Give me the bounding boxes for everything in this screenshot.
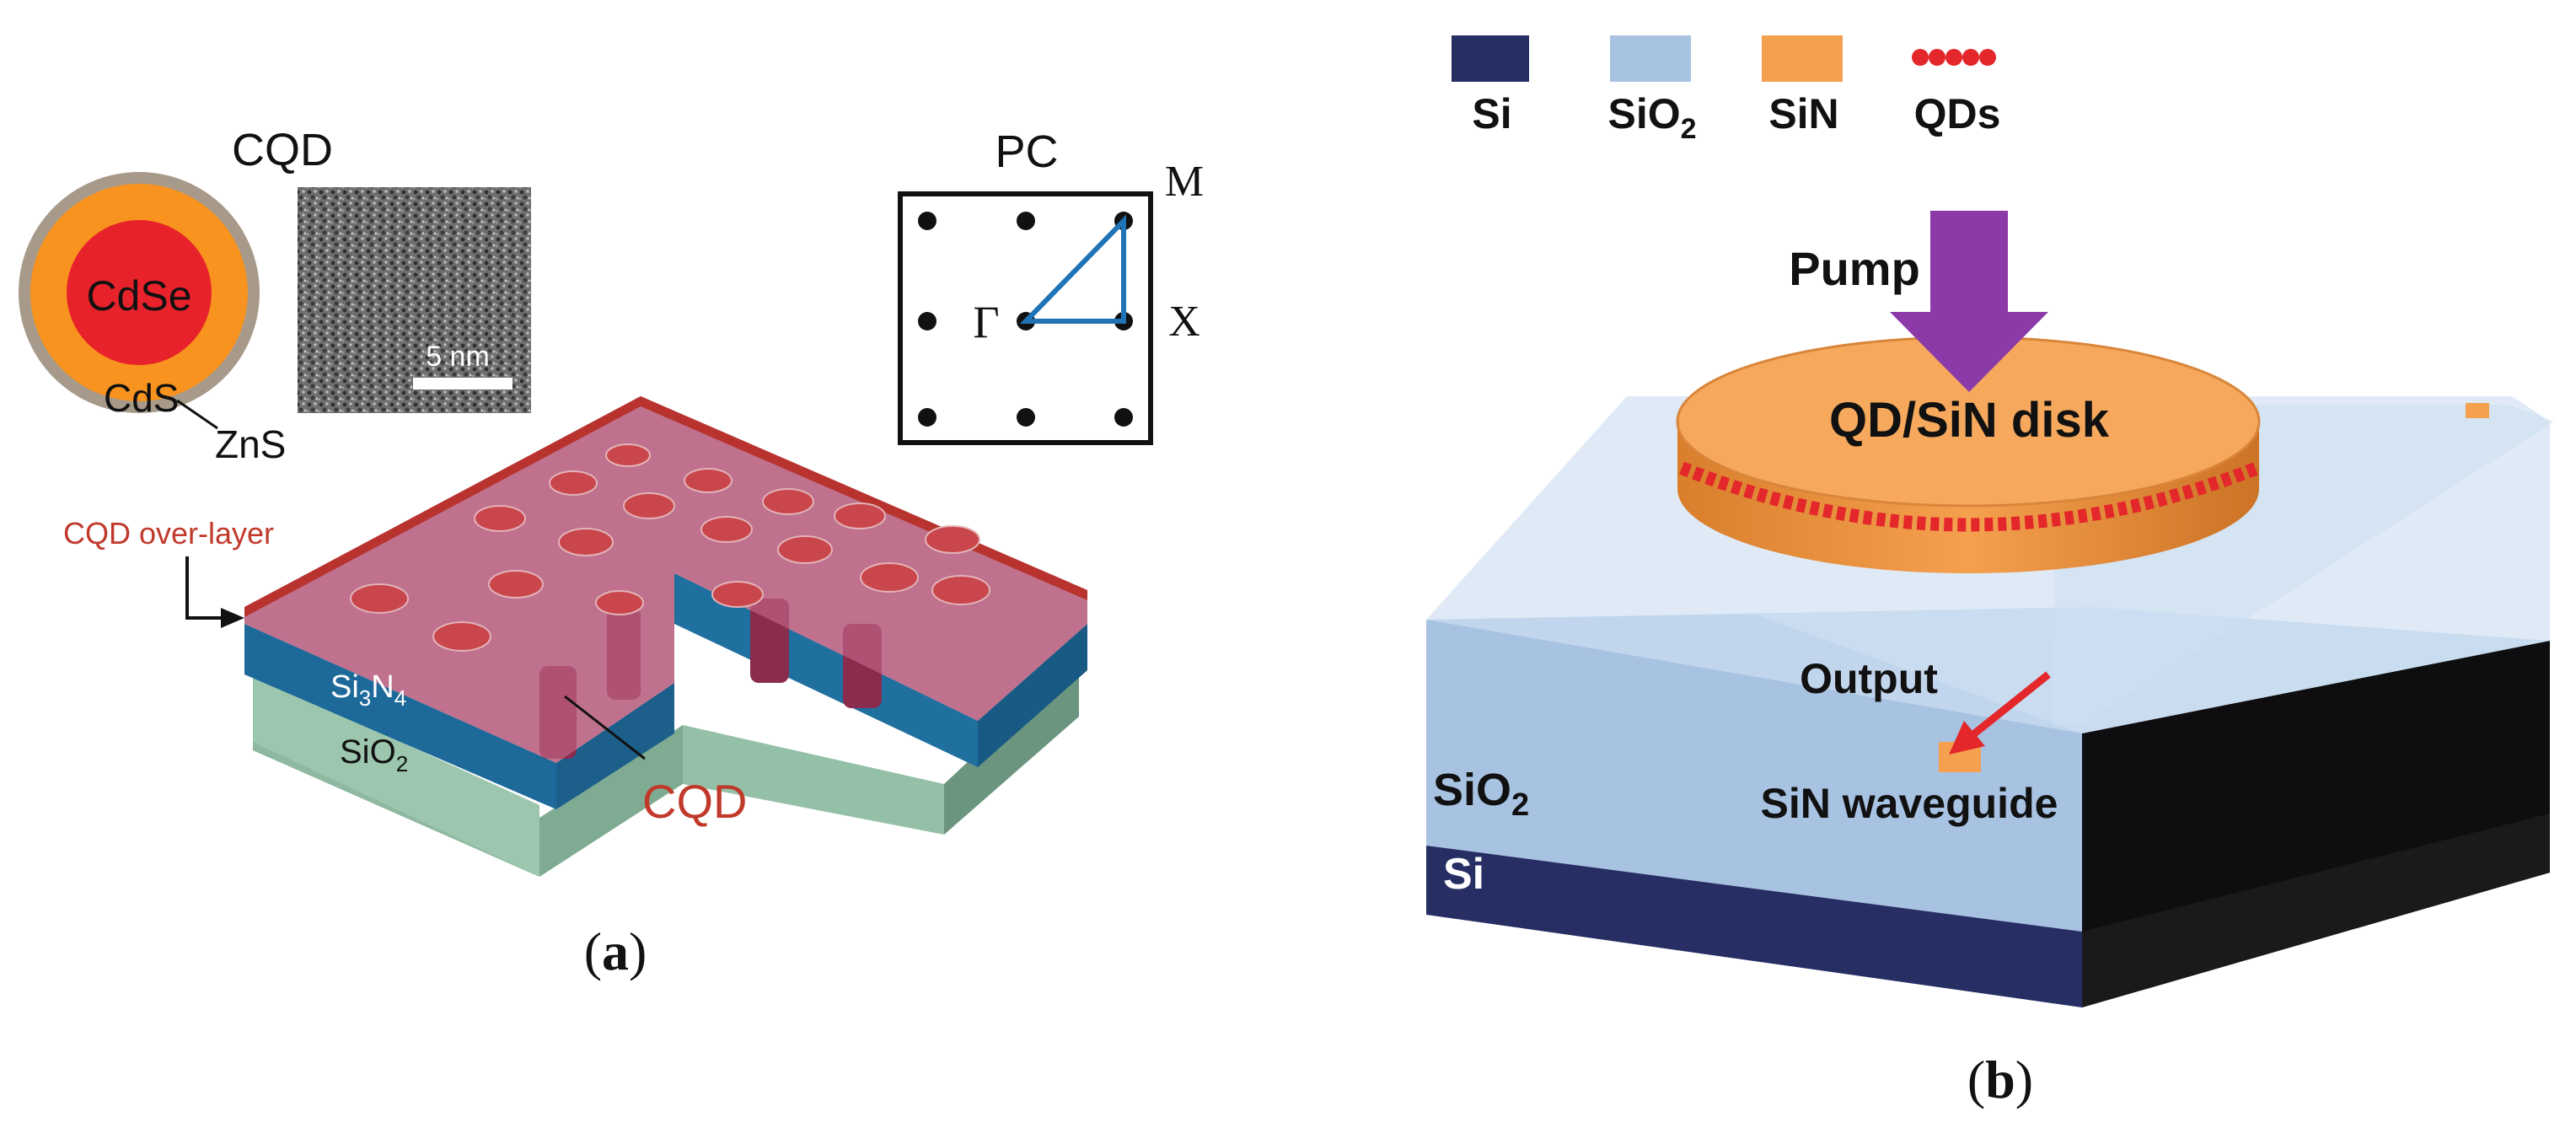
si-right-side xyxy=(2082,814,2550,1007)
pc-hole xyxy=(931,575,990,605)
si3n4-label: Si3N4 xyxy=(330,669,406,711)
pc-hole xyxy=(925,525,980,554)
waveguide-far-end xyxy=(2466,403,2489,418)
sio2-label-a: SiO2 xyxy=(340,733,408,776)
overlayer-pointer xyxy=(185,556,226,620)
scale-bar xyxy=(413,378,513,389)
scale-bar-label: 5 nm xyxy=(426,341,490,373)
caption-b: (b) xyxy=(1967,1050,2033,1109)
si3n4-right-face xyxy=(978,624,1087,767)
pc-hole xyxy=(762,488,814,515)
overlayer-label: CQD over-layer xyxy=(63,516,274,551)
zns-pointer-line xyxy=(176,399,218,430)
cdse-label: CdSe xyxy=(86,272,191,320)
qd-dot xyxy=(1912,49,1929,66)
legend-label-si: Si xyxy=(1472,90,1511,137)
pc-hole xyxy=(432,621,491,652)
legend-swatch-sio2 xyxy=(1610,35,1691,82)
legend-swatch-qds xyxy=(1912,49,1996,66)
cds-label: CdS xyxy=(104,376,179,420)
pc-hole xyxy=(711,581,764,608)
si-label-b: Si xyxy=(1443,850,1484,899)
pc-hole xyxy=(700,516,753,543)
point-x-label: X xyxy=(1168,298,1200,346)
pc-hole xyxy=(549,470,598,496)
lattice-point xyxy=(1114,408,1133,427)
panel-b: Si SiO2 SiN QDs xyxy=(1426,35,2554,1109)
lattice-point xyxy=(918,408,936,427)
tem-micrograph xyxy=(298,187,531,413)
cdse-core xyxy=(67,220,212,365)
cqd-callout: CQD xyxy=(642,775,747,828)
qd-dot xyxy=(1979,49,1996,66)
zns-label: ZnS xyxy=(215,422,286,466)
pc-hole xyxy=(474,505,526,532)
point-m-label: M xyxy=(1165,158,1204,206)
sio2-layer xyxy=(253,674,539,877)
pc-title: PC xyxy=(995,126,1058,177)
qd-dot xyxy=(1945,49,1962,66)
lattice-point xyxy=(918,212,936,230)
legend-label-sin: SiN xyxy=(1768,90,1838,137)
qd-ring xyxy=(1679,461,2260,532)
output-arrow-line xyxy=(1970,671,2051,739)
output-arrowhead xyxy=(1949,721,1985,755)
sio2-notch-inner xyxy=(539,725,683,877)
qd-dot xyxy=(1962,49,1979,66)
pc-holes xyxy=(350,443,990,652)
pc-hole xyxy=(860,562,919,593)
qd-sin-disk: QD/SiN disk xyxy=(1676,336,2261,573)
si3n4-notch-left xyxy=(556,683,674,809)
pc-hole xyxy=(488,570,544,599)
output-label: Output xyxy=(1800,655,1938,702)
si-front-face xyxy=(1426,846,2082,1007)
si3n4-front-left xyxy=(244,624,556,809)
legend: Si SiO2 SiN QDs xyxy=(1452,35,2000,145)
quantum-dot-diagram: CdSe CdS ZnS xyxy=(19,172,286,466)
pc-hole xyxy=(595,590,644,615)
qd-dot xyxy=(1929,49,1945,66)
pump-arrow-shaft xyxy=(1930,211,2008,312)
lattice-point xyxy=(918,312,936,330)
caption-a: (a) xyxy=(584,921,647,981)
tem-image: 5 nm xyxy=(298,187,531,413)
brillouin-zone-path xyxy=(1019,214,1126,324)
pc-hole xyxy=(350,583,409,614)
disk-label: QD/SiN disk xyxy=(1829,393,2110,448)
lattice-point xyxy=(1017,408,1035,427)
pc-hole xyxy=(834,502,886,529)
pc-hole xyxy=(623,492,675,519)
sio2-notch-back xyxy=(683,725,944,835)
legend-label-qds: QDs xyxy=(1914,90,2001,137)
waveguide-label: SiN waveguide xyxy=(1761,780,2058,827)
legend-label-sio2: SiO2 xyxy=(1607,90,1696,145)
pump-arrow: Pump xyxy=(1789,211,2048,392)
point-gamma-label: Γ xyxy=(973,297,999,347)
sio2-label-b: SiO2 xyxy=(1433,765,1529,823)
overlayer-arrowhead xyxy=(221,608,244,628)
pump-label: Pump xyxy=(1789,242,1920,295)
sio2-front-face xyxy=(1426,620,2082,932)
photonic-crystal-inset: PC M X Γ xyxy=(898,126,1204,445)
cqd-pointer-line xyxy=(564,695,646,760)
pc-border xyxy=(898,191,1153,445)
pc-hole xyxy=(777,535,833,564)
pc-slab-3d xyxy=(244,396,1087,877)
lattice-point xyxy=(1017,212,1035,230)
cqd-overlayer-top xyxy=(244,396,1087,763)
cqd-title: CQD xyxy=(232,125,333,175)
legend-swatch-si xyxy=(1452,35,1529,82)
legend-swatch-sin xyxy=(1762,35,1843,82)
pump-arrow-head xyxy=(1890,312,2048,392)
pc-hole xyxy=(605,443,651,467)
pc-hole xyxy=(558,528,614,556)
panel-a: CdSe CdS ZnS CQD 5 nm PC xyxy=(19,125,1204,981)
pc-hole xyxy=(684,468,733,493)
